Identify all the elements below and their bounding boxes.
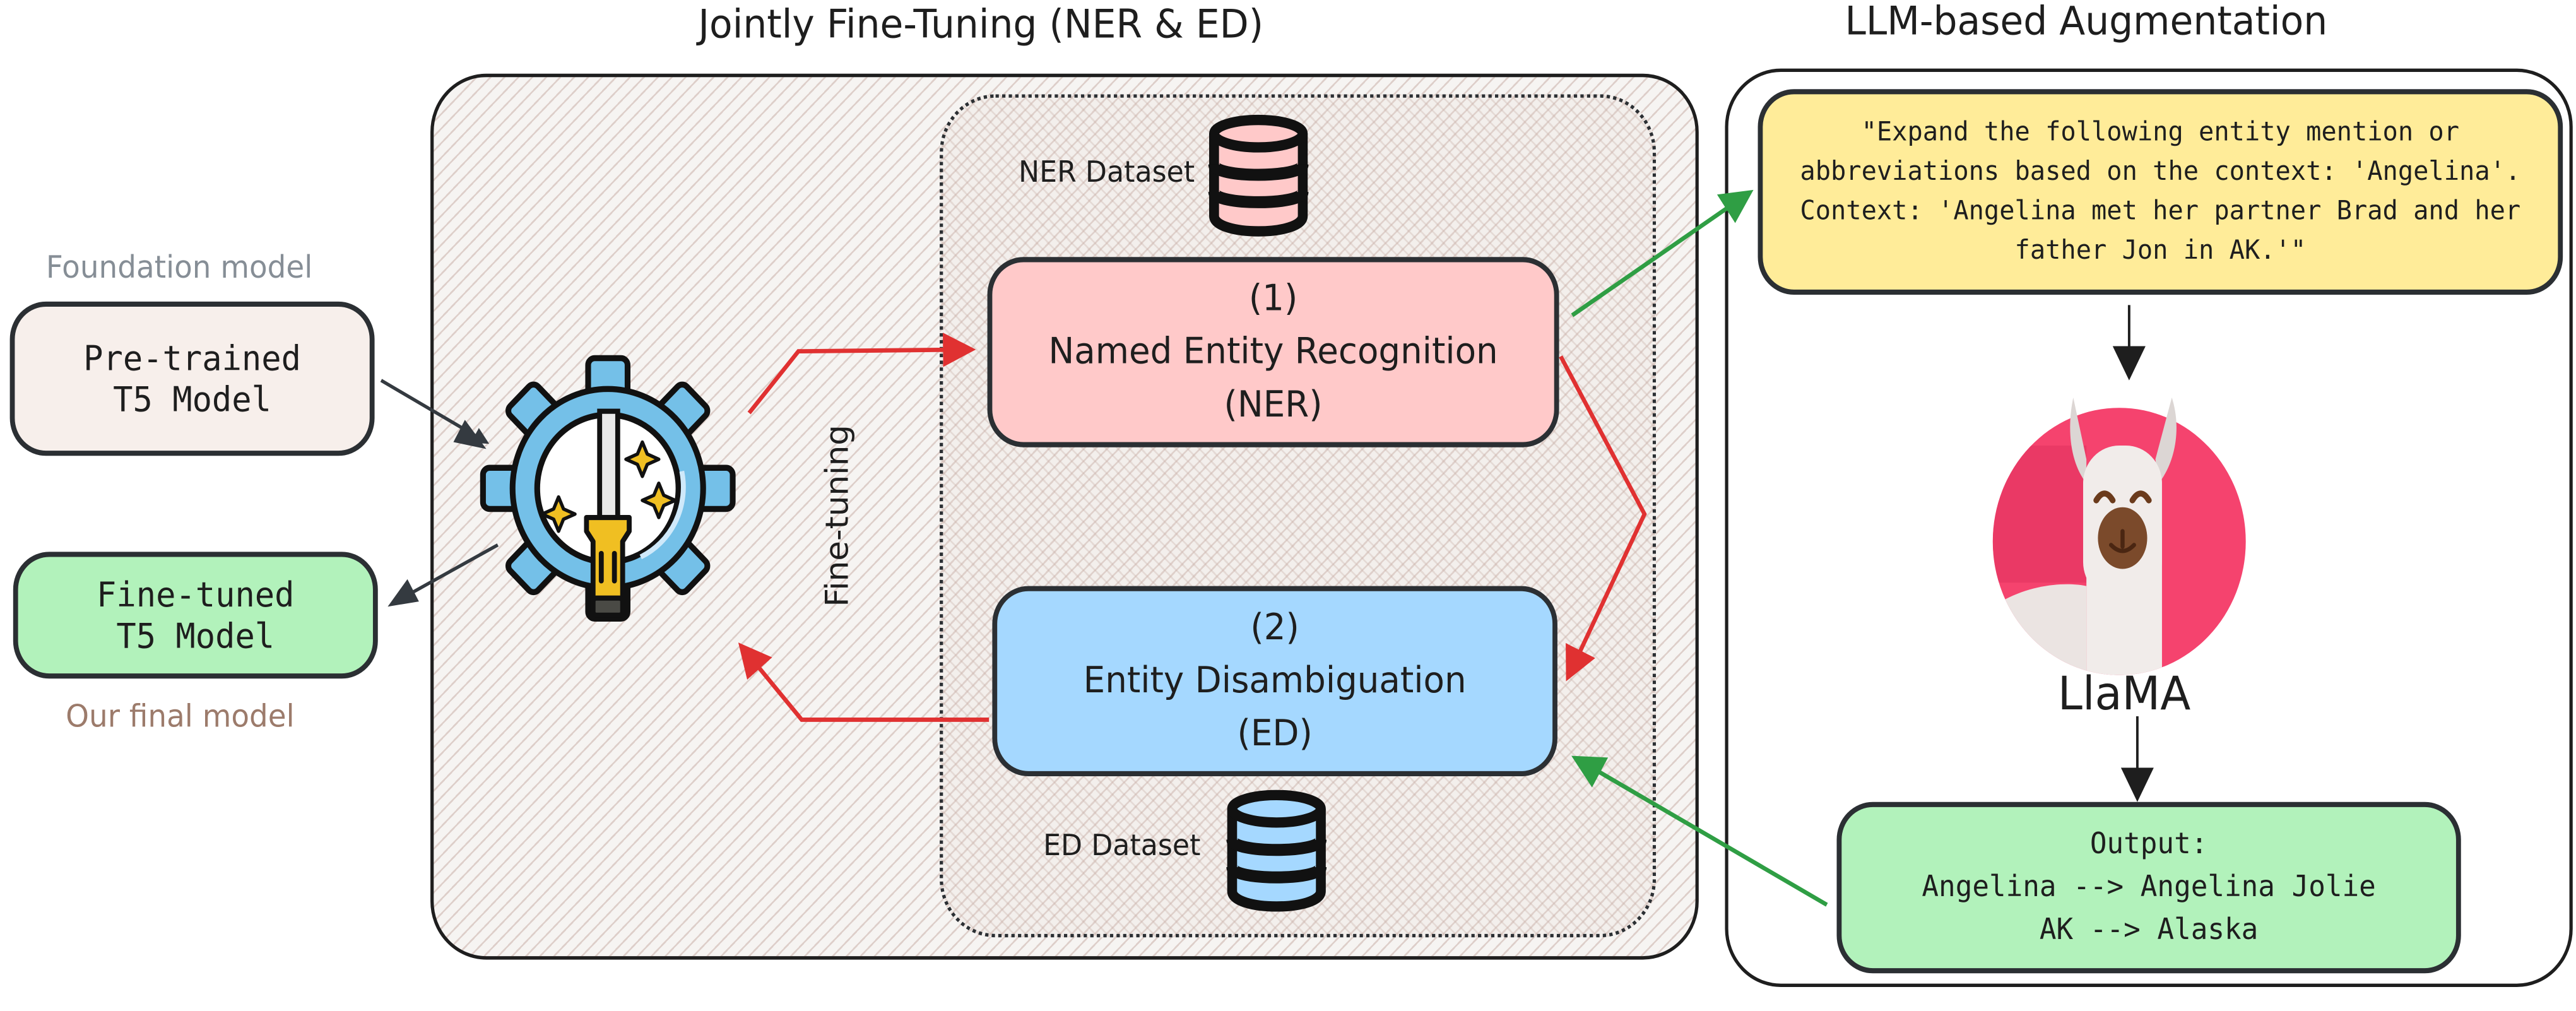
pretrained-line1: Pre-trained	[83, 337, 301, 379]
output-line: Angelina --> Angelina Jolie	[1922, 870, 2376, 904]
ner-dataset-label: NER Dataset	[1019, 156, 1195, 191]
finetuned-line2: T5 Model	[116, 615, 275, 656]
finetuned-t5-box: Fine-tuned T5 Model	[13, 552, 378, 679]
ner-name: Named Entity Recognition	[1048, 331, 1498, 372]
llama-label: LlaMA	[2057, 668, 2191, 722]
prompt-line: "Expand the following entity mention or	[1861, 116, 2460, 148]
ner-database-icon	[1208, 114, 1309, 237]
ed-abbr: (ED)	[1237, 712, 1313, 754]
ner-index: (1)	[1248, 277, 1298, 319]
finetuning-label: Fine-tuning	[820, 424, 856, 607]
pretrained-line2: T5 Model	[113, 379, 271, 420]
ed-dataset-label: ED Dataset	[1043, 829, 1201, 864]
foundation-model-label: Foundation model	[45, 250, 313, 287]
gear-screwdriver-icon	[480, 355, 736, 622]
final-model-label: Our final model	[66, 699, 295, 735]
prompt-line: father Jon in AK.'"	[2014, 234, 2307, 266]
ed-database-icon	[1226, 789, 1327, 912]
output-line: Output:	[2089, 827, 2208, 861]
task-region	[940, 94, 1657, 938]
joint-finetuning-title: Jointly Fine-Tuning (NER & ED)	[698, 3, 1264, 49]
ner-abbr: (NER)	[1224, 384, 1323, 425]
ed-task-box: (2) Entity Disambiguation (ED)	[992, 586, 1557, 777]
prompt-box: "Expand the following entity mention or …	[1758, 89, 2563, 295]
output-line: AK --> Alaska	[2039, 912, 2259, 947]
prompt-line: Context: 'Angelina met her partner Brad …	[1800, 195, 2521, 227]
arrow-head	[387, 579, 419, 607]
ed-index: (2)	[1250, 606, 1299, 648]
llm-augmentation-title: LLM-based Augmentation	[1845, 0, 2328, 45]
prompt-line: abbreviations based on the context: 'Ang…	[1800, 156, 2521, 187]
finetuned-line1: Fine-tuned	[97, 574, 295, 615]
pretrained-t5-box: Pre-trained T5 Model	[9, 301, 375, 456]
ner-task-box: (1) Named Entity Recognition (NER)	[987, 257, 1559, 447]
llama-icon	[1992, 397, 2246, 675]
output-box: Output: Angelina --> Angelina Jolie AK -…	[1836, 801, 2461, 974]
ed-name: Entity Disambiguation	[1083, 659, 1467, 701]
